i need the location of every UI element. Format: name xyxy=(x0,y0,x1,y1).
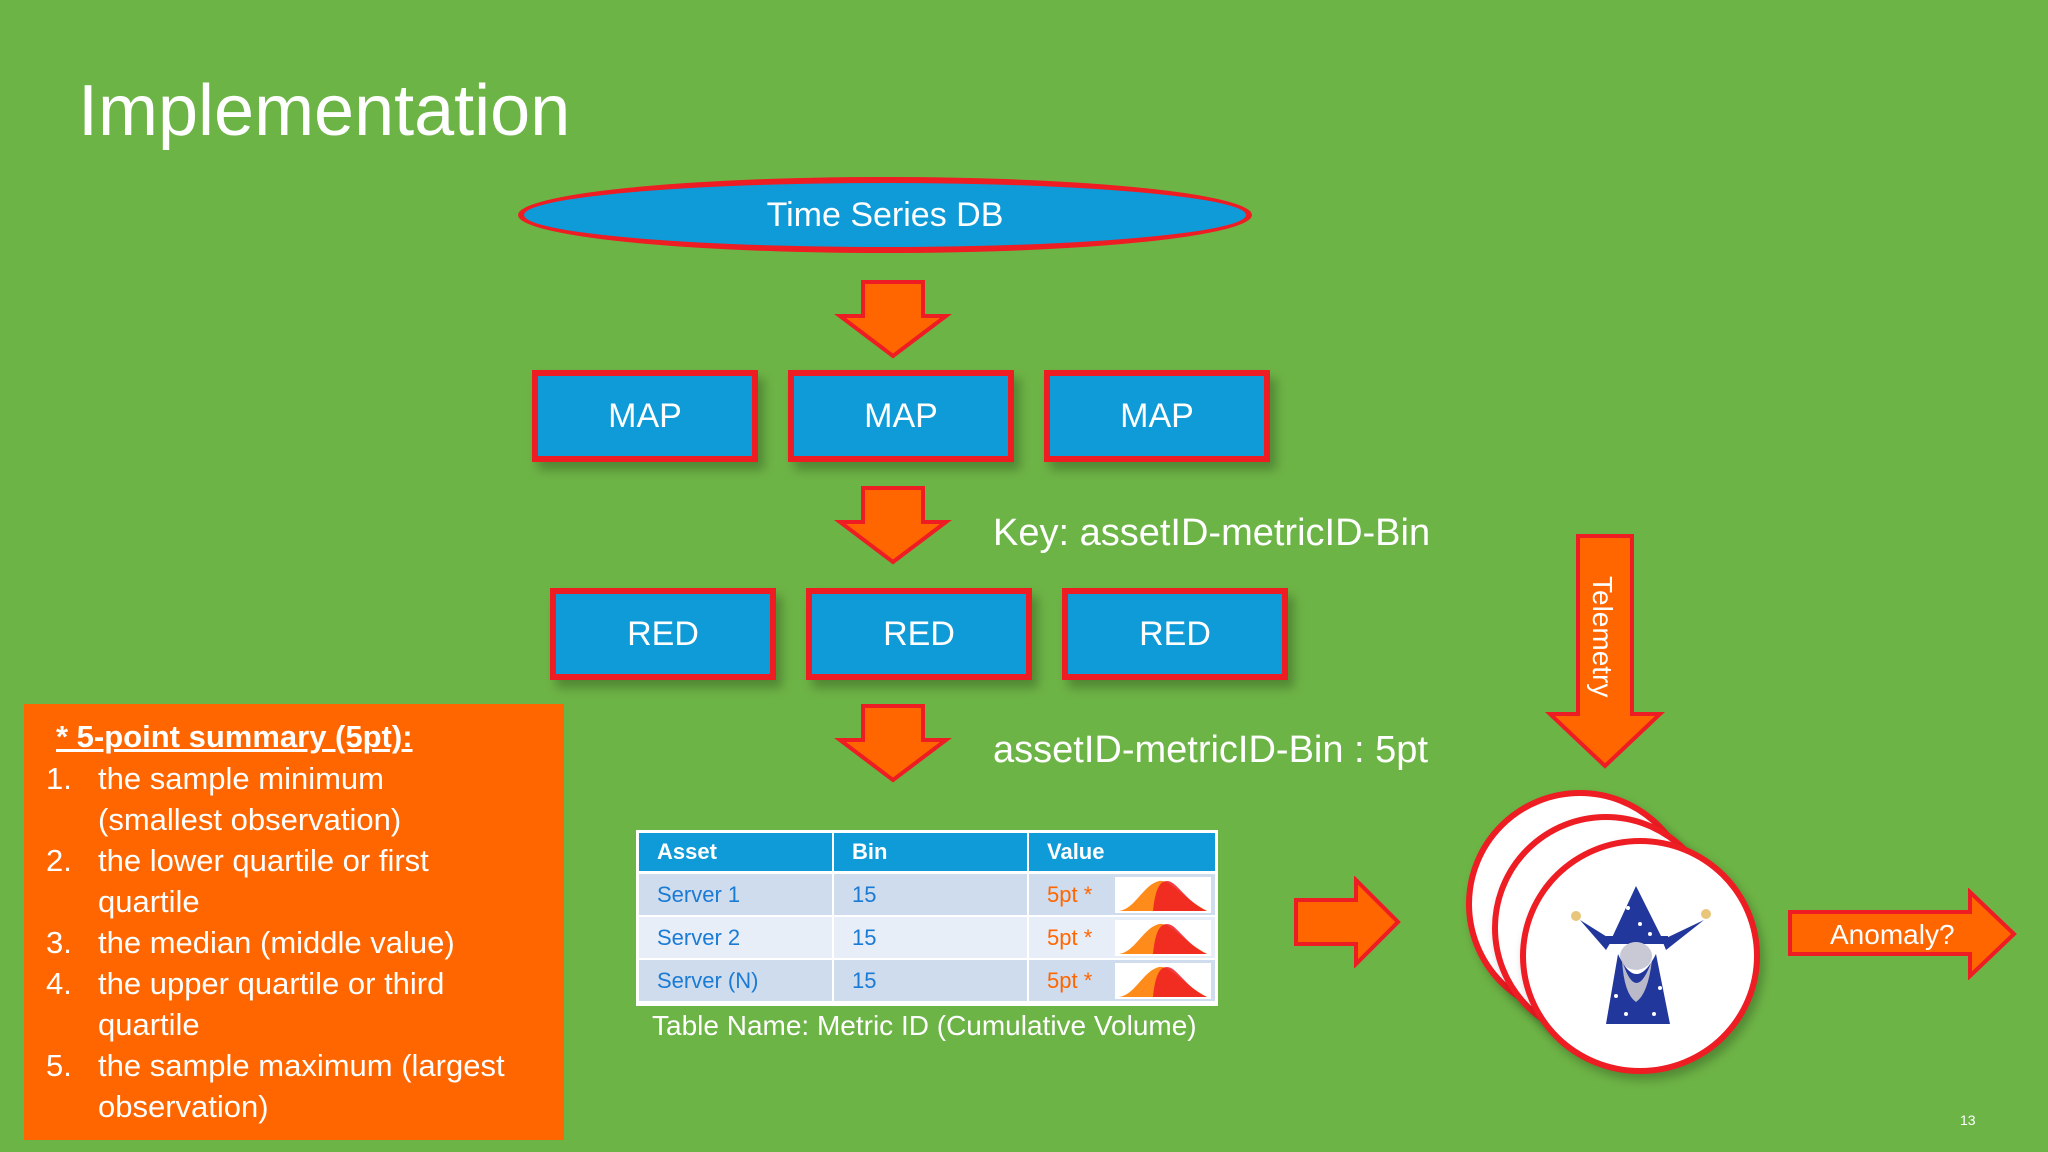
summary-item-number: 3. xyxy=(46,925,72,960)
summary-item: 5. the sample maximum (largest observatio… xyxy=(46,1045,546,1127)
time-series-db-label: Time Series DB xyxy=(766,195,1004,234)
telemetry-arrow-icon xyxy=(1544,534,1666,769)
table-header-row: Asset Bin Value xyxy=(639,833,1215,874)
summary-item: 1. the sample minimum (smallest observati… xyxy=(46,758,546,840)
model-circle-front xyxy=(1520,838,1760,1074)
anomaly-label: Anomaly? xyxy=(1830,919,1955,950)
summary-title: * 5-point summary (5pt): xyxy=(56,719,413,754)
map-label: MAP xyxy=(864,396,938,435)
summary-item-number: 4. xyxy=(46,966,72,1001)
table-caption: Table Name: Metric ID (Cumulative Volume… xyxy=(652,1010,1197,1041)
map-node: MAP xyxy=(788,370,1014,462)
cell-asset: Server 2 xyxy=(639,916,834,960)
output-label: assetID-metricID-Bin : 5pt xyxy=(993,729,1428,771)
table-row: Server 1 15 5pt * xyxy=(639,872,1215,917)
telemetry-label: Telemetry xyxy=(1587,576,1618,698)
summary-item-number: 2. xyxy=(46,843,72,878)
summary-item-text: quartile xyxy=(98,1007,200,1042)
distribution-curve-icon xyxy=(1115,877,1211,913)
table-row: Server 2 15 5pt * xyxy=(639,916,1215,960)
five-point-summary-box: * 5-point summary (5pt): 1. the sample m… xyxy=(24,704,564,1140)
distribution-curve-icon xyxy=(1115,963,1211,999)
map-label: MAP xyxy=(1120,396,1194,435)
cell-bin: 15 xyxy=(833,916,1029,960)
summary-item-number: 1. xyxy=(46,761,72,796)
summary-item-text: quartile xyxy=(98,884,200,919)
key-label: Key: assetID-metricID-Bin xyxy=(993,512,1431,554)
summary-item-number: 5. xyxy=(46,1048,72,1083)
cell-value: 5pt * xyxy=(1028,916,1215,960)
reduce-node: RED xyxy=(1062,588,1288,680)
slide-title: Implementation xyxy=(78,71,571,151)
distribution-curve-icon xyxy=(1115,920,1211,956)
reduce-node: RED xyxy=(550,588,776,680)
cell-asset: Server 1 xyxy=(639,872,834,917)
summary-item-text: observation) xyxy=(98,1089,269,1124)
map-node: MAP xyxy=(1044,370,1270,462)
summary-item: 3. the median (middle value) xyxy=(46,922,546,963)
column-header-bin: Bin xyxy=(833,833,1029,874)
summary-item-text: the upper quartile or third xyxy=(98,966,445,1001)
reduce-label: RED xyxy=(627,614,699,653)
cell-value: 5pt * xyxy=(1028,959,1215,1003)
cell-value-text: 5pt * xyxy=(1047,924,1093,950)
cell-value: 5pt * xyxy=(1028,872,1215,917)
table-row: Server (N) 15 5pt * xyxy=(639,959,1215,1003)
cell-bin: 15 xyxy=(833,959,1029,1003)
summary-item-text: the sample minimum xyxy=(98,761,384,796)
summary-list: 1. the sample minimum (smallest observati… xyxy=(46,758,546,1127)
map-label: MAP xyxy=(608,396,682,435)
cell-asset: Server (N) xyxy=(639,959,834,1003)
reduce-node: RED xyxy=(806,588,1032,680)
wizard-icon xyxy=(1571,886,1711,1024)
metric-table: Asset Bin Value Server 1 15 5pt * xyxy=(636,830,1218,1006)
reduce-label: RED xyxy=(1139,614,1211,653)
summary-item-text: (smallest observation) xyxy=(98,802,402,837)
summary-item-text: the lower quartile or first xyxy=(98,843,429,878)
map-node: MAP xyxy=(532,370,758,462)
column-header-asset: Asset xyxy=(639,833,834,874)
right-arrow-icon xyxy=(1294,876,1401,968)
cell-value-text: 5pt * xyxy=(1047,967,1093,993)
cell-bin: 15 xyxy=(833,872,1029,917)
cell-value-text: 5pt * xyxy=(1047,881,1093,907)
down-arrow-icon xyxy=(834,486,952,565)
telemetry-label-wrap: Telemetry xyxy=(1574,576,1634,706)
reduce-label: RED xyxy=(883,614,955,653)
summary-item: 2. the lower quartile or first quartile xyxy=(46,840,546,922)
page-number: 13 xyxy=(1960,1112,1976,1128)
summary-item: 4. the upper quartile or third quartile xyxy=(46,963,546,1045)
time-series-db-node: Time Series DB xyxy=(518,177,1252,253)
column-header-value: Value xyxy=(1028,833,1215,874)
down-arrow-icon xyxy=(834,704,952,783)
summary-item-text: the median (middle value) xyxy=(98,925,455,960)
down-arrow-icon xyxy=(834,280,952,359)
anomaly-arrow-icon xyxy=(1788,888,2017,980)
summary-item-text: the sample maximum (largest xyxy=(98,1048,505,1083)
